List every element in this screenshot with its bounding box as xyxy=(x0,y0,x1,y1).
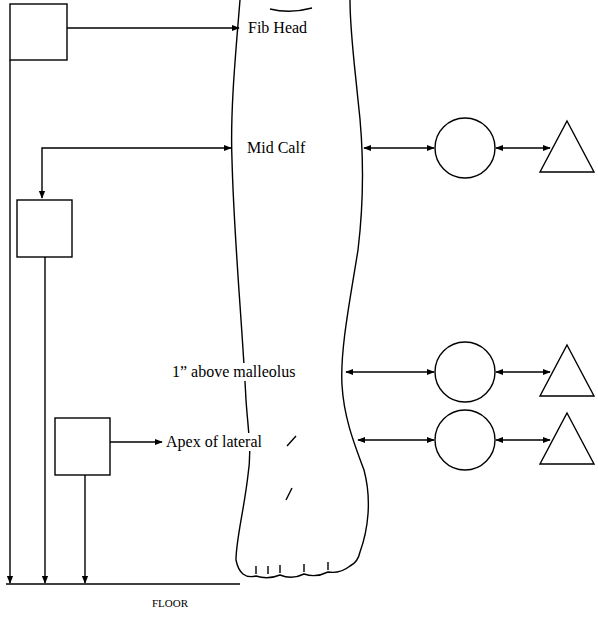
foot-mark xyxy=(286,488,292,500)
leader-arrow xyxy=(42,148,231,198)
leader-arrow xyxy=(67,27,239,28)
double-arrow xyxy=(496,147,550,148)
landmark-label: Apex of lateral xyxy=(164,433,264,451)
landmark-label: Mid Calf xyxy=(245,139,307,157)
girth-circle xyxy=(435,342,495,402)
double-arrow xyxy=(496,439,550,440)
height-arrow xyxy=(84,475,85,583)
height-arrow xyxy=(44,257,45,583)
floor-label: FLOOR xyxy=(150,597,190,609)
double-arrow xyxy=(358,439,434,440)
measure-box xyxy=(10,4,67,60)
landmark-label: 1” above malleolus xyxy=(170,363,298,381)
knee-crease xyxy=(270,8,312,11)
ankle-mark xyxy=(287,436,296,446)
double-arrow xyxy=(346,371,434,372)
leg-outline xyxy=(232,0,369,578)
girth-circle xyxy=(435,410,495,470)
toe-line xyxy=(256,562,328,574)
double-arrow xyxy=(496,371,550,372)
floor-line xyxy=(6,583,240,584)
triangle-symbol xyxy=(540,345,594,396)
girth-circle xyxy=(435,118,495,178)
triangle-symbol xyxy=(540,121,594,172)
double-arrow xyxy=(364,147,434,148)
height-arrow xyxy=(9,60,10,583)
triangle-symbol xyxy=(540,413,594,464)
leader-arrow xyxy=(110,441,162,442)
measure-box xyxy=(17,200,72,257)
measure-box xyxy=(55,418,110,475)
landmark-label: Fib Head xyxy=(246,19,309,37)
